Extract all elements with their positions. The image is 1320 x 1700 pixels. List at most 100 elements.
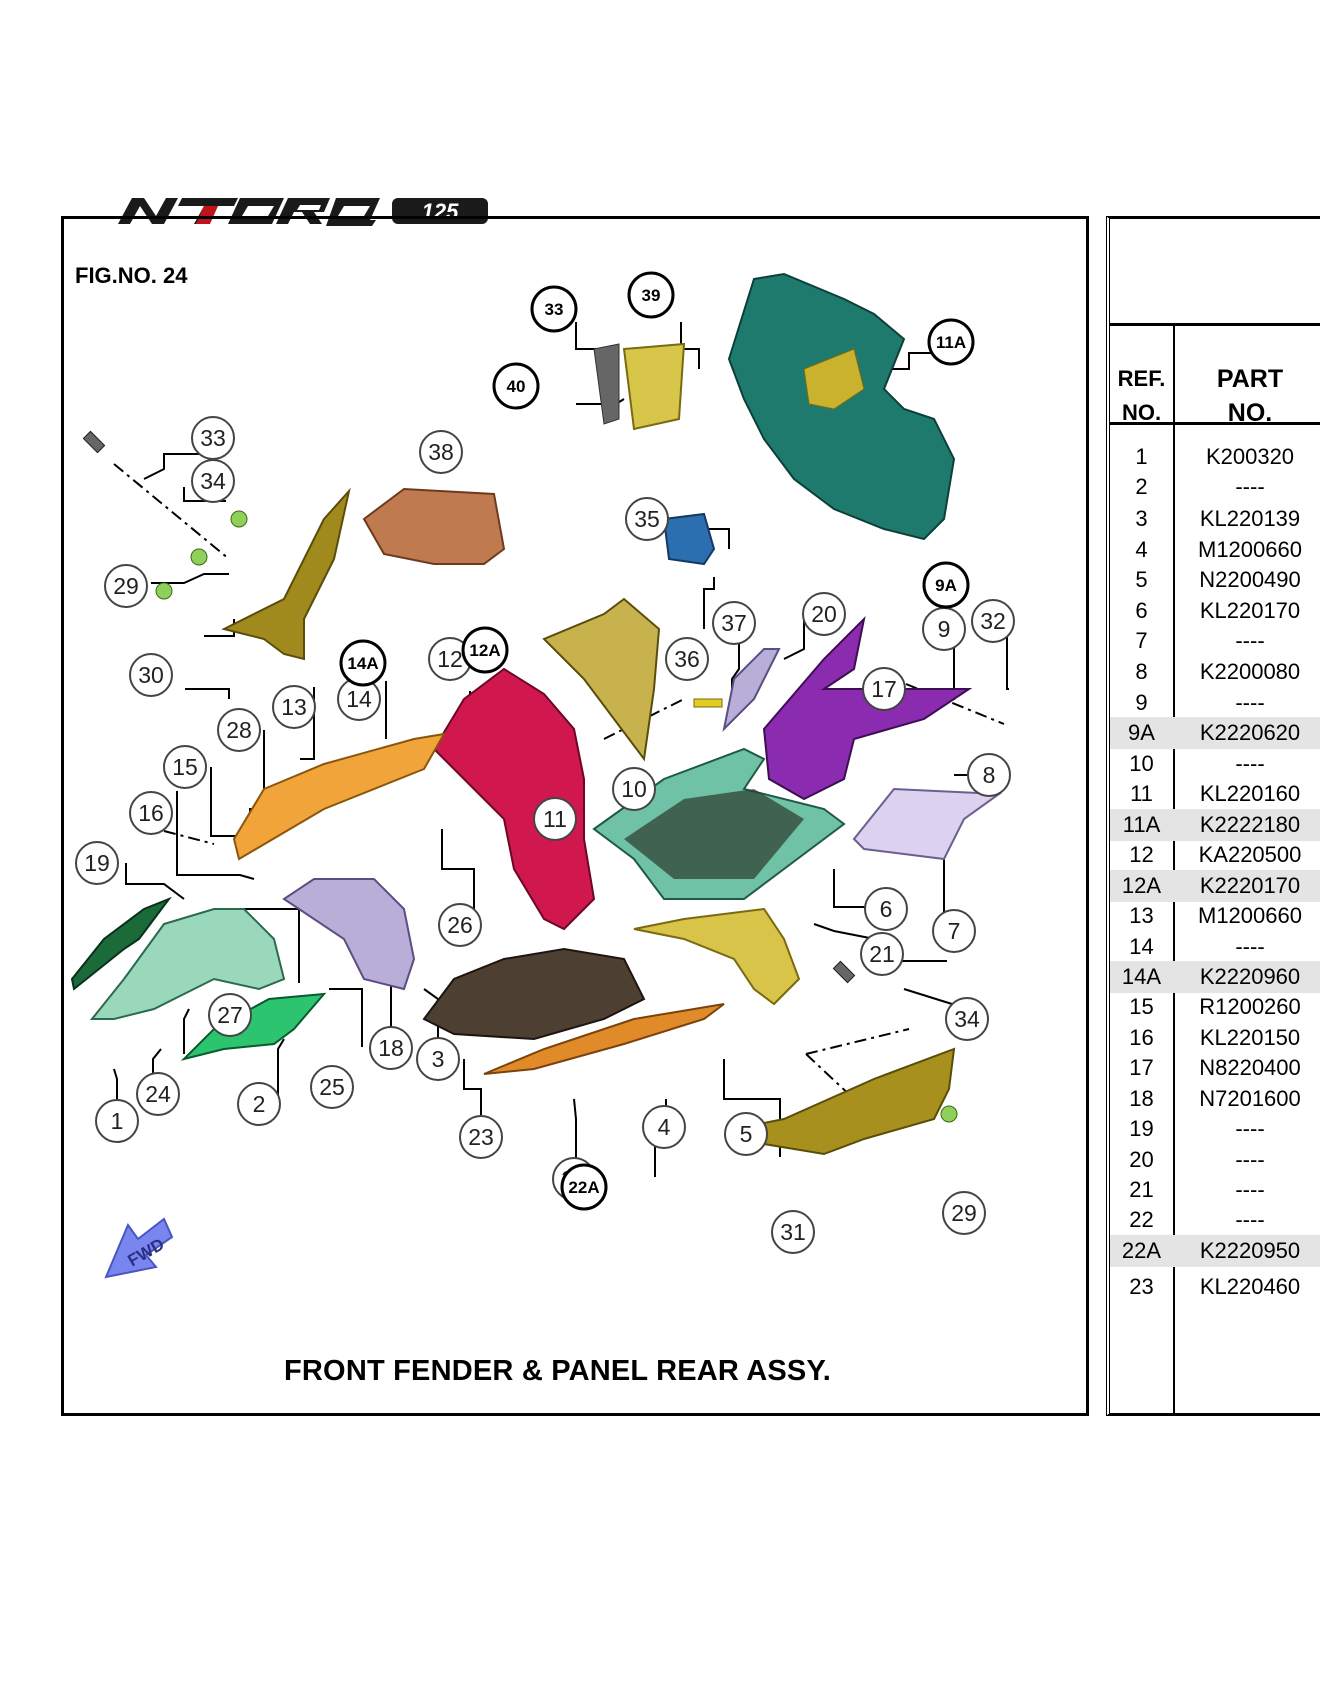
- callout-circle: [129, 791, 173, 835]
- callout-label: 8: [983, 762, 996, 788]
- part-no-cell: K2200080: [1199, 659, 1301, 684]
- callout-circle: [932, 909, 976, 953]
- ref-no-cell: 12: [1129, 842, 1154, 867]
- ref-no-cell: 14: [1129, 934, 1154, 959]
- callout-circle: [971, 599, 1015, 643]
- callout-label: 32: [980, 608, 1006, 634]
- table-row: 17 N8220400: [1110, 1052, 1320, 1084]
- table-row: 18 N7201600: [1110, 1083, 1320, 1115]
- callout-circle: [237, 1082, 281, 1126]
- callout-label: 15: [172, 754, 198, 780]
- callout-label: 33: [200, 425, 226, 451]
- header-ref-no: REF.NO.: [1117, 366, 1166, 425]
- ref-no-cell: 9: [1135, 690, 1148, 715]
- callout-label: 11: [543, 806, 567, 832]
- callout-circle: [967, 753, 1011, 797]
- callout-circle: [625, 497, 669, 541]
- callout-circle: [369, 1026, 413, 1070]
- callout-circle: [95, 1099, 139, 1143]
- callout-circle: [942, 1191, 986, 1235]
- callout-circle-bold: [461, 626, 509, 674]
- table-row: 7----: [1110, 625, 1320, 657]
- column-divider: [1173, 323, 1175, 1413]
- callout-label: 36: [674, 646, 700, 672]
- ref-no-cell: 8: [1135, 659, 1148, 684]
- part-no-cell: M1200660: [1198, 537, 1302, 562]
- ref-no-cell: 6: [1135, 598, 1148, 623]
- callout-label: 5: [740, 1121, 753, 1147]
- callout-circle: [208, 993, 252, 1037]
- callout-circle: [802, 592, 846, 636]
- table-row: 19----: [1110, 1113, 1320, 1145]
- ref-no-cell: 11: [1130, 781, 1153, 806]
- callout-circle: [129, 653, 173, 697]
- callout-label: 12: [437, 646, 463, 672]
- callout-label: 40: [507, 377, 526, 396]
- callout-circle: [75, 841, 119, 885]
- callout-circle: [533, 797, 577, 841]
- callout-circle: [712, 601, 756, 645]
- callout-circle-bold: [922, 561, 970, 609]
- callout-label: 27: [217, 1002, 243, 1028]
- part-no-cell: ----: [1235, 1147, 1265, 1172]
- callout-label: 10: [621, 776, 647, 802]
- table-row: 3 KL220139: [1110, 503, 1320, 535]
- callout-label: 18: [378, 1035, 404, 1061]
- part-no-cell: N7201600: [1199, 1086, 1301, 1111]
- callout-circle: [771, 1210, 815, 1254]
- table-row: 20----: [1110, 1144, 1320, 1176]
- callout-label: 34: [954, 1006, 980, 1032]
- callout-circle: [438, 903, 482, 947]
- part-no-cell: ----: [1235, 628, 1265, 653]
- part-no-cell: ----: [1235, 474, 1265, 499]
- callout-label: 29: [951, 1200, 977, 1226]
- callout-circle: [310, 1065, 354, 1109]
- callout-label: 14A: [347, 654, 378, 673]
- callout-circle: [642, 1105, 686, 1149]
- part-no-cell: K2220960: [1199, 964, 1301, 989]
- callout-label: 26: [447, 912, 473, 938]
- callout-label: 19: [84, 850, 110, 876]
- part-no-cell: N8220400: [1199, 1055, 1301, 1080]
- callout-label: 22A: [568, 1178, 599, 1197]
- callout-label: 35: [634, 506, 660, 532]
- callout-label: 6: [880, 896, 893, 922]
- ref-no-cell: 18: [1129, 1086, 1154, 1111]
- callout-circle: [612, 767, 656, 811]
- figure-caption: FRONT FENDER & PANEL REAR ASSY.: [284, 1355, 832, 1387]
- ref-no-cell: 12A: [1121, 873, 1162, 898]
- callout-circle: [419, 430, 463, 474]
- callout-circle-bold: [492, 362, 540, 410]
- callout-label: 25: [319, 1074, 345, 1100]
- callout-label: 14: [346, 686, 372, 712]
- callout-label: 31: [780, 1219, 806, 1245]
- table-row: 2----: [1110, 471, 1320, 503]
- callout-circle: [945, 997, 989, 1041]
- callout-label: 30: [138, 662, 164, 688]
- callout-label: 24: [145, 1081, 171, 1107]
- part-no-cell: KA220500: [1198, 842, 1302, 867]
- part-no-cell: ----: [1235, 1207, 1265, 1232]
- diagram-frame: FIG.NO. 24: [61, 216, 1089, 1416]
- callout-label: 9: [938, 616, 951, 642]
- table-row: 22----: [1110, 1204, 1320, 1236]
- table-row: 9----: [1110, 687, 1320, 719]
- ref-no-cell: 17: [1129, 1055, 1154, 1080]
- figure-number: FIG.NO. 24: [75, 263, 188, 288]
- part-no-cell: K200320: [1205, 444, 1295, 469]
- callout-label: 1: [111, 1108, 124, 1134]
- ref-no-cell: 19: [1129, 1116, 1154, 1141]
- part-no-cell: KL220139: [1199, 506, 1301, 531]
- table-row: 12 KA220500: [1110, 839, 1320, 871]
- ref-no-cell: 3: [1135, 506, 1148, 531]
- callout-label: 34: [200, 468, 226, 494]
- ref-no-cell: 23: [1129, 1274, 1154, 1299]
- callout-circle: [272, 685, 316, 729]
